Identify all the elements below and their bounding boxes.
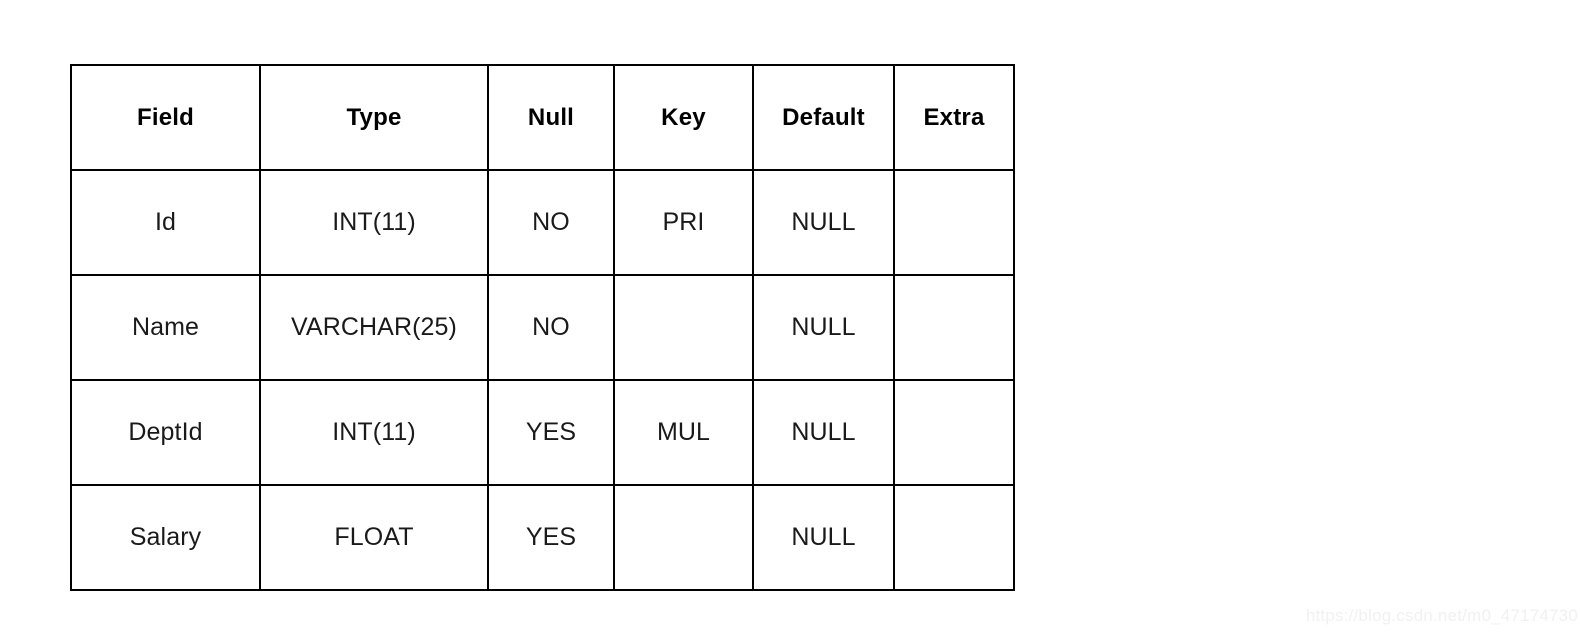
- cell-field: Id: [70, 169, 261, 276]
- cell-field: Name: [70, 274, 261, 381]
- cell-null: YES: [487, 379, 615, 486]
- cell-type: VARCHAR(25): [259, 274, 489, 381]
- cell-key: [613, 274, 754, 381]
- cell-type: INT(11): [259, 169, 489, 276]
- table-row: Name VARCHAR(25) NO NULL: [70, 274, 1015, 381]
- cell-extra: [893, 379, 1015, 486]
- watermark: https://blog.csdn.net/m0_47174730: [1305, 606, 1578, 625]
- cell-key: [613, 484, 754, 591]
- column-header-null: Null: [487, 64, 615, 171]
- table-row: DeptId INT(11) YES MUL NULL: [70, 379, 1015, 486]
- column-header-extra: Extra: [893, 64, 1015, 171]
- cell-default: NULL: [752, 274, 895, 381]
- cell-default: NULL: [752, 484, 895, 591]
- cell-type: INT(11): [259, 379, 489, 486]
- table-row: Salary FLOAT YES NULL: [70, 484, 1015, 591]
- cell-null: YES: [487, 484, 615, 591]
- cell-default: NULL: [752, 379, 895, 486]
- cell-null: NO: [487, 274, 615, 381]
- column-header-default: Default: [752, 64, 895, 171]
- table-header-row: Field Type Null Key Default Extra: [70, 64, 1015, 171]
- cell-key: PRI: [613, 169, 754, 276]
- table-row: Id INT(11) NO PRI NULL: [70, 169, 1015, 276]
- cell-default: NULL: [752, 169, 895, 276]
- cell-field: Salary: [70, 484, 261, 591]
- cell-extra: [893, 484, 1015, 591]
- schema-table: Field Type Null Key Default Extra Id INT…: [70, 64, 1015, 591]
- cell-extra: [893, 169, 1015, 276]
- cell-extra: [893, 274, 1015, 381]
- cell-type: FLOAT: [259, 484, 489, 591]
- column-header-type: Type: [259, 64, 489, 171]
- column-header-field: Field: [70, 64, 261, 171]
- cell-key: MUL: [613, 379, 754, 486]
- cell-null: NO: [487, 169, 615, 276]
- cell-field: DeptId: [70, 379, 261, 486]
- column-header-key: Key: [613, 64, 754, 171]
